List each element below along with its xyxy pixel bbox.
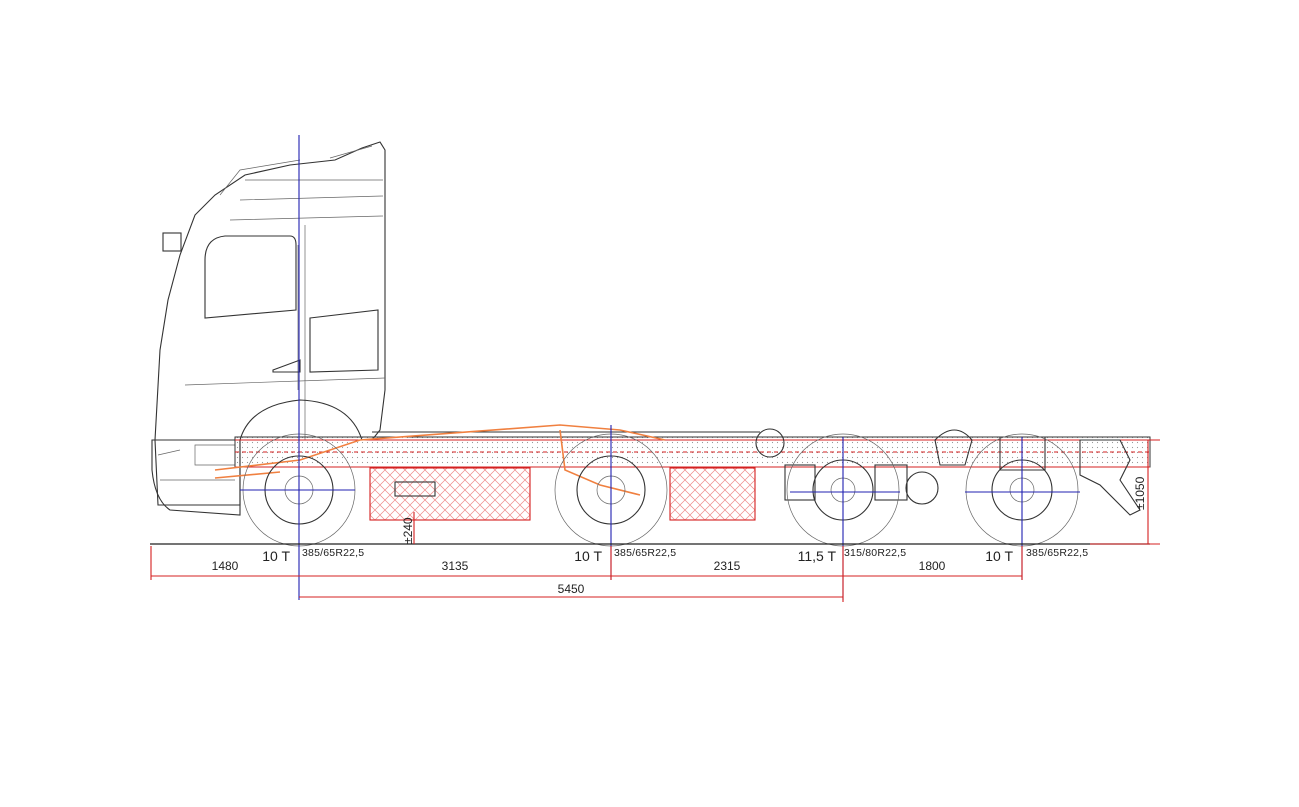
axle-3-load: 11,5 T: [798, 548, 837, 564]
dim-ground-clearance: ±240: [401, 517, 415, 544]
mirror: [162, 232, 182, 252]
fuel-tanks: [369, 467, 756, 521]
axle-4-tire: 385/65R22,5: [1026, 547, 1088, 559]
axle-4-load: 10 T: [985, 548, 1013, 564]
dim-wheelbase: 5450: [558, 582, 585, 596]
axle-1-tire: 385/65R22,5: [302, 547, 364, 559]
front-wheel-arch: [239, 399, 363, 441]
axle-2-load: 10 T: [574, 548, 602, 564]
dim-frame-height: ±1050: [1133, 476, 1147, 510]
chassis-frame: [234, 431, 1151, 468]
axle-2-tire: 385/65R22,5: [614, 547, 676, 559]
dim-axle2-axle3: 2315: [714, 559, 741, 573]
dim-front-overhang: 1480: [212, 559, 239, 573]
axle-1-load: 10 T: [262, 548, 290, 564]
dimension-lines: [150, 439, 1160, 602]
rear-bumper-bracket: [1079, 439, 1141, 516]
axle-centerlines: [240, 135, 1080, 600]
door-handle: [272, 359, 301, 373]
axle-3-tire: 315/80R22,5: [844, 547, 906, 559]
dim-axle1-axle2: 3135: [442, 559, 469, 573]
dim-axle3-axle4: 1800: [919, 559, 946, 573]
